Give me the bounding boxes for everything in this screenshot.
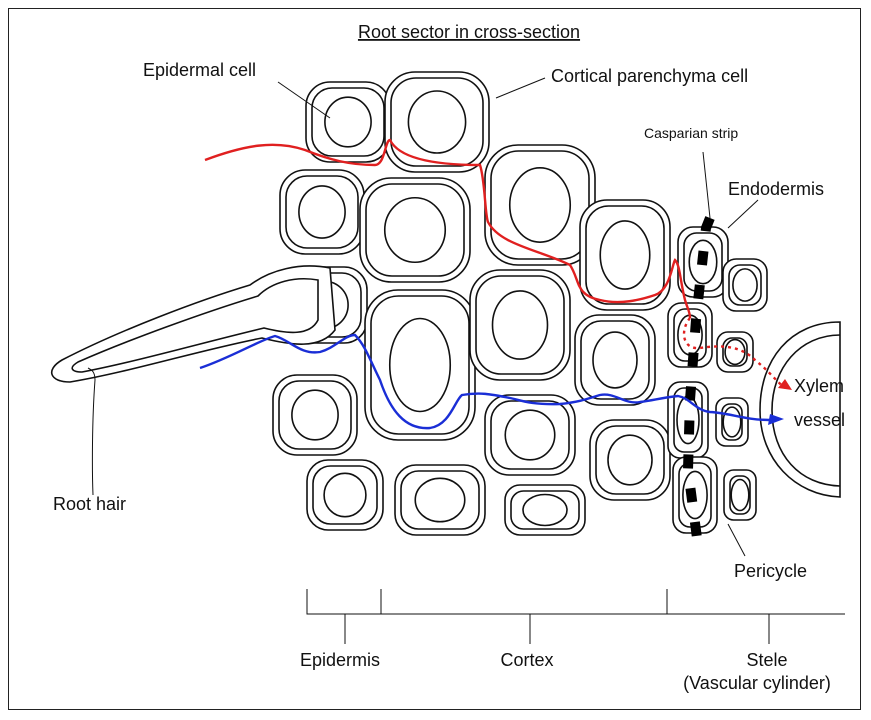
region-epidermis-label: Epidermis	[300, 650, 380, 670]
region-cortex-label: Cortex	[500, 650, 553, 670]
cortical-cell-leader	[496, 78, 545, 98]
cortical-parenchyma-cell	[590, 420, 670, 500]
cortical-parenchyma-cell	[575, 315, 655, 405]
xylem-label-line1: Xylem	[794, 376, 844, 396]
root-hair	[52, 266, 335, 382]
region-bracket	[307, 589, 845, 644]
region-stele-label-line2: (Vascular cylinder)	[683, 673, 831, 693]
pericycle-cell	[717, 332, 753, 372]
pericycle-label: Pericycle	[734, 561, 807, 581]
cortical-parenchyma-cell	[505, 485, 585, 535]
pericycle-cell	[723, 259, 767, 311]
cortical-parenchyma-cell	[395, 465, 485, 535]
cortical-parenchyma-cell	[365, 290, 475, 440]
endodermis-label: Endodermis	[728, 179, 824, 199]
cortical-parenchyma-cell-label: Cortical parenchyma cell	[551, 66, 748, 86]
root-hair-label: Root hair	[53, 494, 126, 514]
pericycle-cell	[724, 470, 756, 520]
cortical-parenchyma-cell	[485, 145, 595, 265]
epidermal-cell	[280, 170, 364, 254]
diagram-title: Root sector in cross-section	[358, 22, 580, 42]
cortical-parenchyma-cell	[470, 270, 570, 380]
epidermal-cell	[273, 375, 357, 455]
endodermis-leader	[728, 200, 758, 228]
epidermal-cell	[306, 82, 390, 162]
xylem-label-line2: vessel	[794, 410, 845, 430]
root-hair-leader	[92, 380, 95, 495]
pericycle-leader	[728, 524, 745, 556]
cortical-parenchyma-cell	[485, 395, 575, 475]
casparian-strip-leader	[703, 152, 710, 218]
cortical-parenchyma-cell	[385, 72, 489, 172]
cortical-parenchyma-cell	[360, 178, 470, 282]
casparian-strip-label: Casparian strip	[644, 125, 738, 141]
pericycle-cell	[716, 398, 748, 446]
region-stele-label-line1: Stele	[746, 650, 787, 670]
epidermal-cell	[307, 460, 383, 530]
epidermal-cell-label: Epidermal cell	[143, 60, 256, 80]
